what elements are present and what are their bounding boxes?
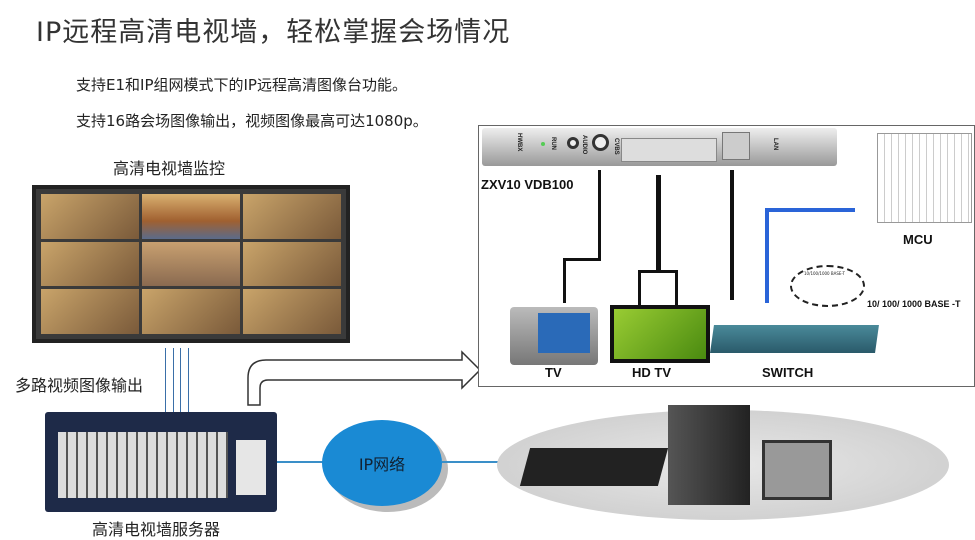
audio-jack-icon: [567, 137, 579, 149]
video-wall-image: [32, 185, 350, 343]
arrow-to-panel: [247, 350, 482, 406]
port-label-hwbx: HWBX: [516, 133, 522, 152]
server-power-module: [236, 440, 266, 495]
mcu-device: [877, 133, 972, 223]
cvbs-cable-v: [563, 258, 566, 303]
video-wall-label: 高清电视墙监控: [113, 159, 226, 178]
link-line-left: [277, 461, 325, 463]
device-1: [519, 448, 669, 486]
video-lines: [165, 348, 189, 412]
port-label-lan: LAN: [772, 138, 778, 151]
mcu-label: MCU: [903, 232, 933, 247]
base-t-port-callout: [790, 265, 865, 307]
cvbs-jack-icon: [592, 134, 609, 151]
base-t-small-label: 10/100/1000 BASE-T: [804, 271, 845, 276]
multi-output-label: 多路视频图像输出: [15, 376, 144, 395]
description-2: 支持16路会场图像输出，视频图像最高可达1080p。: [76, 112, 428, 130]
cvbs-cable: [598, 170, 601, 260]
component-cable: [656, 175, 661, 270]
description-1: 支持E1和IP组网模式下的IP远程高清图像台功能。: [76, 76, 407, 94]
server-slots: [58, 432, 228, 498]
switch-label: SWITCH: [762, 365, 814, 380]
hdtv-label: HD TV: [632, 365, 671, 380]
cvbs-cable-h: [563, 258, 601, 261]
device-3: [762, 440, 832, 500]
link-line-right: [442, 461, 500, 463]
device-2: [668, 405, 750, 505]
tv-image: [510, 307, 598, 365]
mcu-cable-v: [765, 208, 769, 303]
base-t-label: 10/ 100/ 1000 BASE -T: [867, 299, 961, 309]
switch-image: [710, 325, 879, 353]
page-title: IP远程高清电视墙，轻松掌握会场情况: [36, 17, 511, 48]
ip-network-label: IP网络: [358, 455, 406, 474]
hdtv-image: [610, 305, 710, 363]
mcu-cable-h: [765, 208, 855, 212]
port-label-run: RUN: [550, 137, 556, 150]
card-model-label: ZXV10 VDB100: [481, 177, 574, 192]
port-label-cvbs: CVBS: [613, 138, 619, 155]
port-label-audio: AUDIO: [581, 135, 587, 155]
vga-port: [621, 138, 717, 162]
lan-port: [722, 132, 750, 160]
run-led-icon: [541, 142, 545, 146]
ip-network-cloud: IP网络: [322, 420, 442, 506]
lan-cable: [730, 170, 734, 300]
tv-label: TV: [545, 365, 562, 380]
component-split: [638, 270, 678, 305]
server-label: 高清电视墙服务器: [92, 520, 221, 539]
